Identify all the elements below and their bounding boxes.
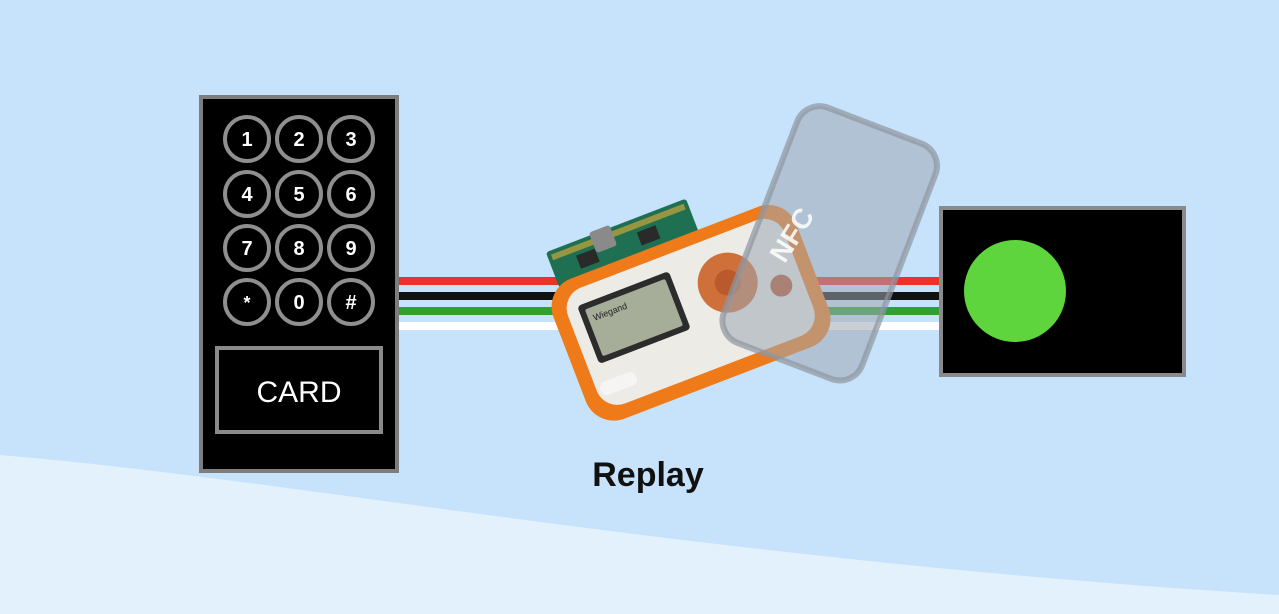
- device-ir-window: [600, 371, 638, 396]
- keypad-key-ring: [275, 115, 323, 163]
- card-slot: [215, 346, 383, 434]
- keypad-key: #: [327, 278, 375, 326]
- access-granted-light: [964, 240, 1066, 342]
- keypad-key-label: 8: [293, 238, 304, 260]
- pcb-chip-2: [636, 225, 661, 246]
- keypad-key-label: 9: [345, 238, 356, 260]
- keypad-key-label: 3: [345, 129, 356, 151]
- keypad-key-label: *: [243, 293, 250, 313]
- keypad-key-ring: [275, 278, 323, 326]
- keypad-key-ring: [223, 224, 271, 272]
- access-controller: [939, 206, 1186, 377]
- keypad-key: 3: [327, 115, 375, 163]
- nfc-card: [719, 103, 940, 384]
- keypad-key-label: 0: [293, 292, 304, 314]
- keypad-key: 9: [327, 224, 375, 272]
- keypad-key-ring: [223, 278, 271, 326]
- keypad-key: 8: [275, 224, 323, 272]
- device-screen-lcd: [585, 279, 683, 356]
- gpio-module: [546, 199, 699, 287]
- keypad-keys: 1 2 3 4 5 6 7 8 9 * 0 #: [223, 115, 375, 326]
- pcb-pins: [551, 203, 686, 261]
- keypad-key-label: 5: [293, 184, 304, 206]
- keypad-key: 2: [275, 115, 323, 163]
- keypad-key: *: [223, 278, 271, 326]
- keypad-key-ring: [327, 278, 375, 326]
- keypad-reader: 1 2 3 4 5 6 7 8 9 * 0 # CARD: [199, 95, 399, 473]
- keypad-key-label: 7: [241, 238, 252, 260]
- keypad-key: 1: [223, 115, 271, 163]
- keypad-key: 6: [327, 170, 375, 218]
- keypad-key-ring: [275, 224, 323, 272]
- keypad-key-ring: [223, 170, 271, 218]
- background-swoosh: [0, 455, 1279, 614]
- nfc-card-body: [719, 103, 940, 384]
- keypad-key: 0: [275, 278, 323, 326]
- pcb-chip: [576, 248, 600, 269]
- card-slot-label: CARD: [256, 376, 341, 409]
- usb-connector: [589, 225, 617, 253]
- keypad-key-ring: [327, 224, 375, 272]
- keypad-key-ring: [327, 170, 375, 218]
- keypad-key-ring: [223, 115, 271, 163]
- keypad-key-label: #: [345, 292, 356, 314]
- keypad-key-ring: [275, 170, 323, 218]
- keypad-key: 7: [223, 224, 271, 272]
- keypad-key-label: 2: [293, 129, 304, 151]
- keypad-key: 4: [223, 170, 271, 218]
- keypad-key: 5: [275, 170, 323, 218]
- replay-caption: Replay: [592, 456, 704, 494]
- keypad-key-label: 1: [241, 129, 252, 151]
- keypad-key-label: 4: [241, 184, 253, 206]
- keypad-key-label: 6: [345, 184, 356, 206]
- keypad-key-ring: [327, 115, 375, 163]
